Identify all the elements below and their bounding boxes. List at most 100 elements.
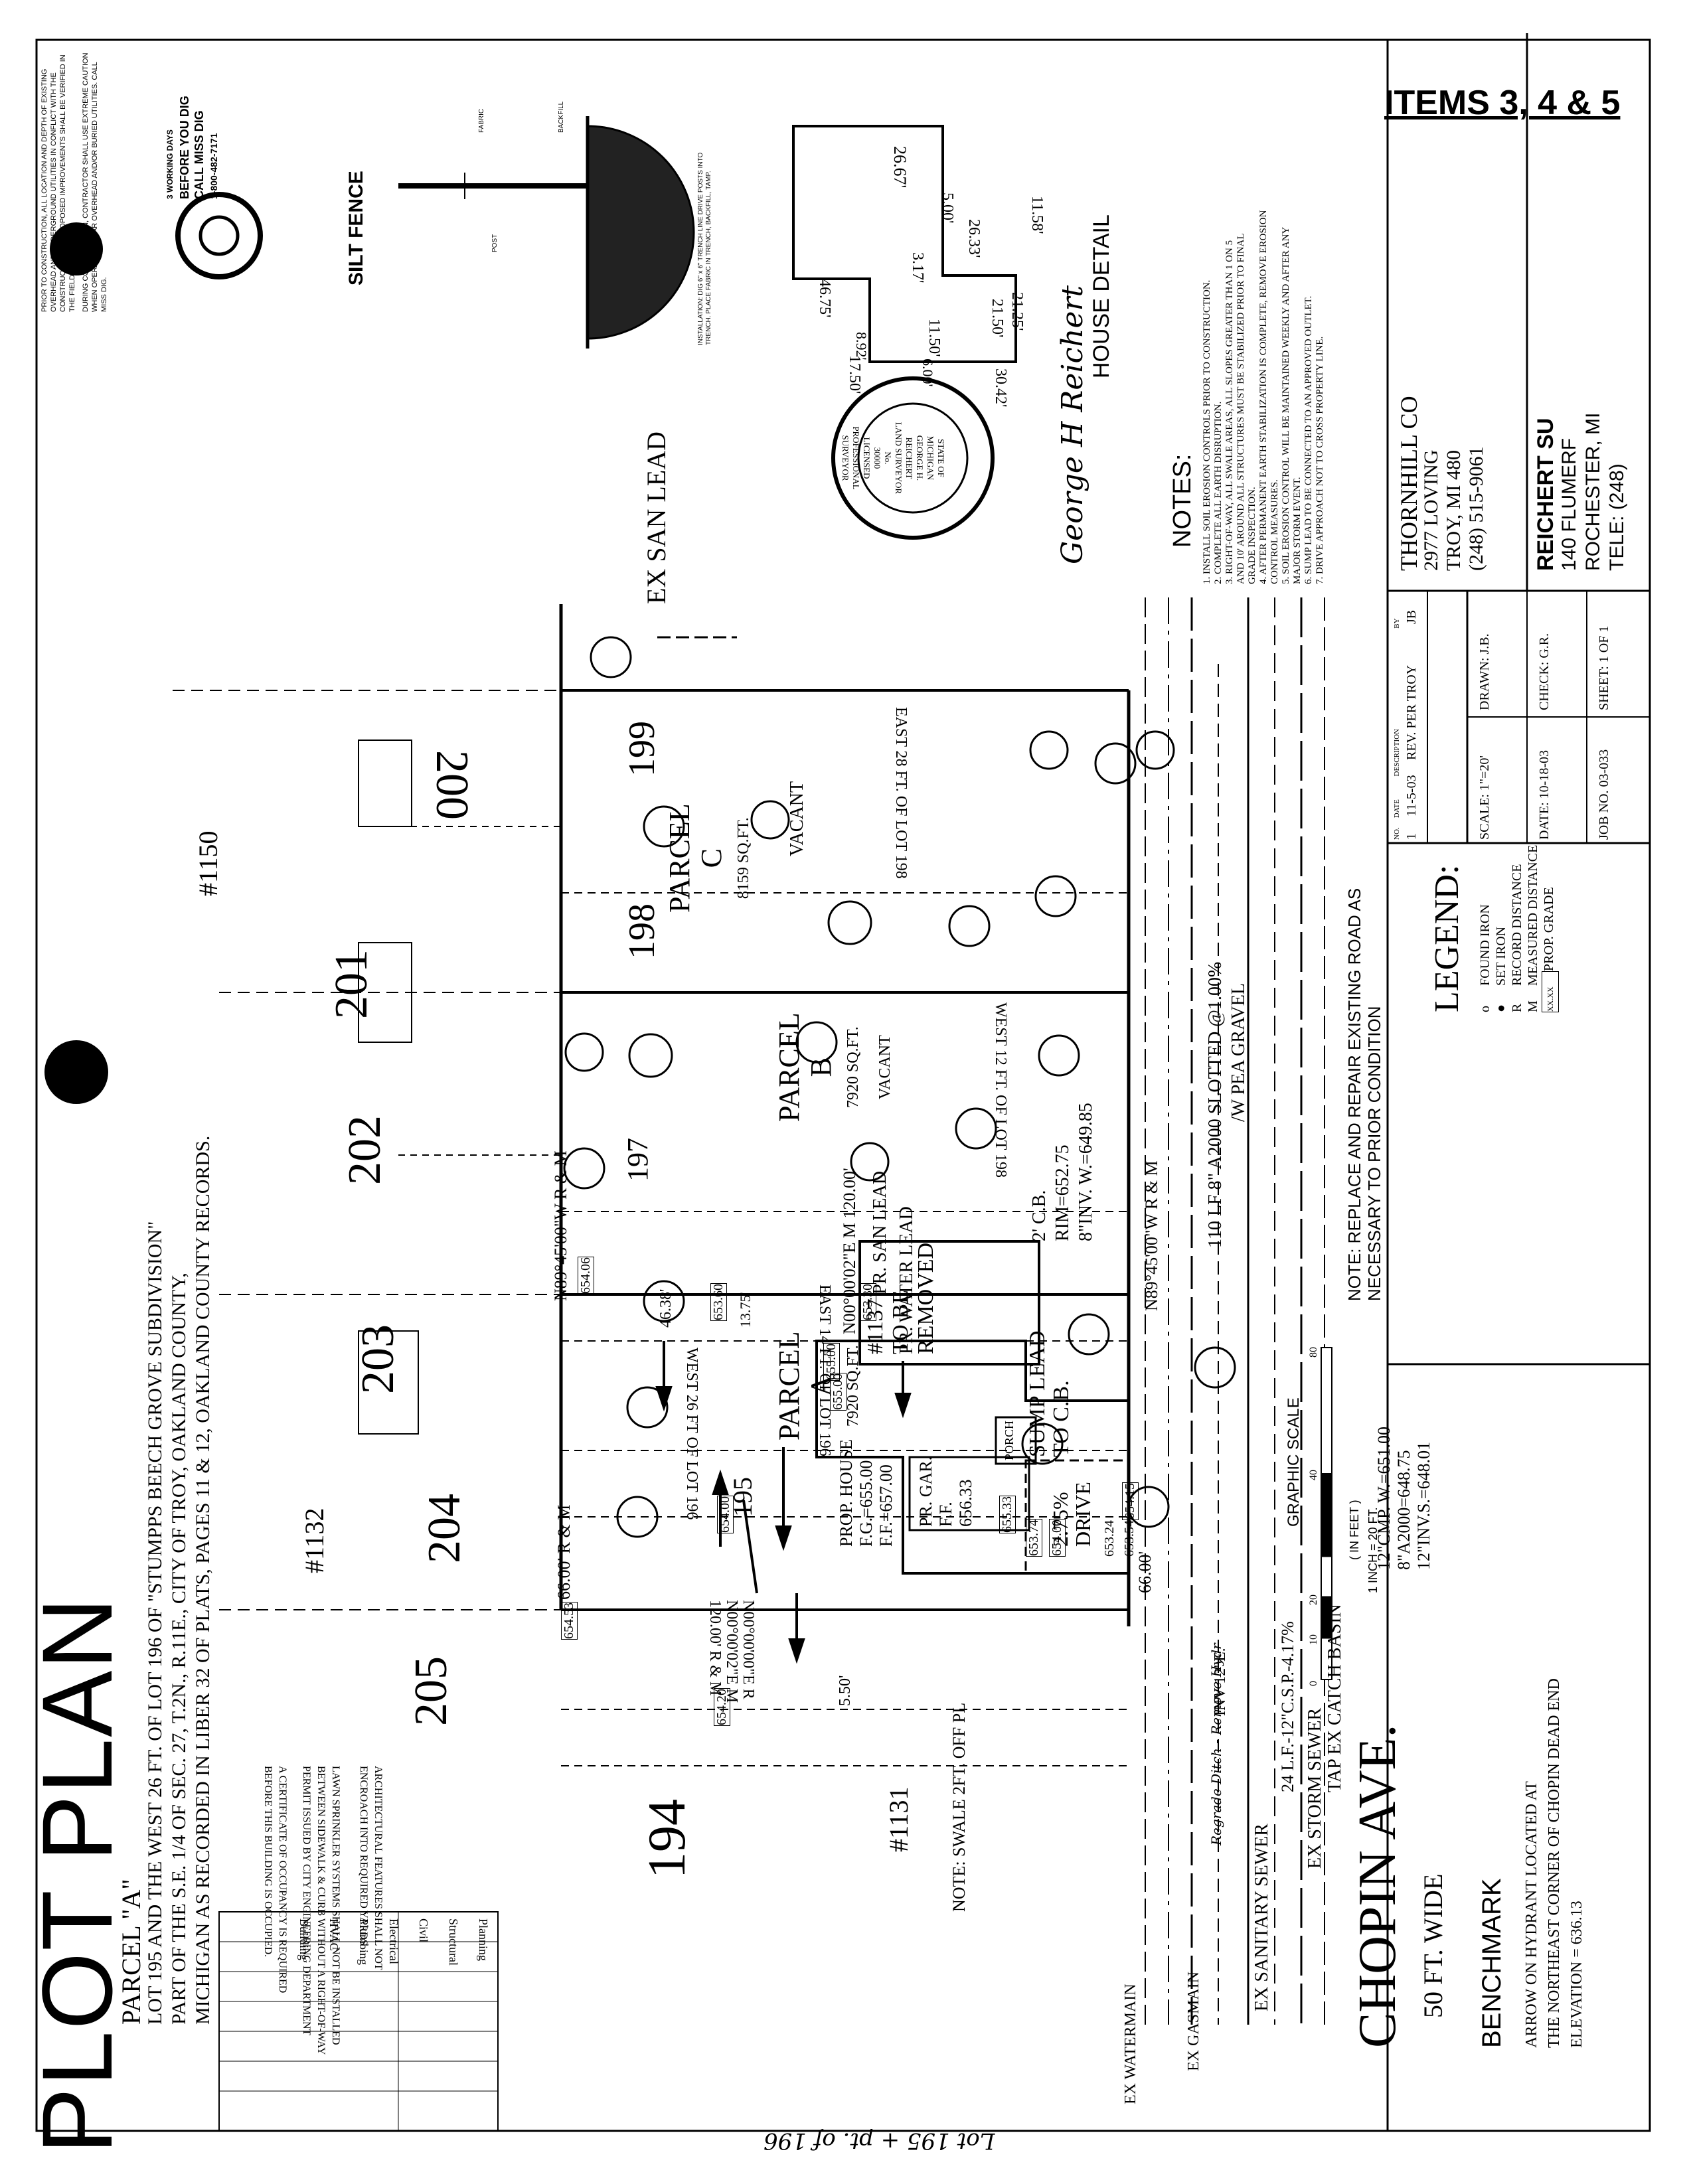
benchmark-lines: ARROW ON HYDRANT LOCATED AT THE NORTHEAS…: [1520, 1678, 1588, 2048]
garage-ff-value: 656.33: [956, 1479, 975, 1527]
seal-surveyor: SURVEYOR: [841, 435, 850, 481]
note-6: 6. SUMP LEAD TO BE CONNECTED TO AN APPRO…: [1303, 295, 1314, 584]
hd-dim-13: 21.50': [989, 299, 1006, 338]
dept-checklist: Planning Structural Civil Electrical Plu…: [289, 1918, 498, 1966]
dept-hvac: HVAC: [327, 1918, 341, 1951]
split-west-12: WEST 12 FT. OF LOT 198: [992, 1002, 1009, 1178]
title-block-job: JOB NO. 03-033: [1597, 749, 1611, 840]
ex-storm-label: EX STORM SEWER: [1305, 1707, 1325, 1869]
rev-header-by: BY: [1393, 618, 1401, 629]
parcel-b-status: VACANT: [876, 1035, 894, 1100]
benchmark-line-1: ARROW ON HYDRANT LOCATED AT: [1523, 1781, 1540, 2048]
seal-state: STATE OF MICHIGAN: [926, 435, 946, 481]
client-address-2: TROY, MI 480: [1443, 450, 1465, 571]
lower-left-notes: ARCHITECTURAL FEATURES SHALL NOT ENCROAC…: [260, 1766, 385, 2055]
miss-dig-badge: 3 WORKING DAYS BEFORE YOU DIG CALL MISS …: [163, 96, 221, 199]
split-west-26: WEST 26 FT OF LOT 196: [683, 1348, 700, 1520]
existing-house-outline: [858, 1240, 1040, 1365]
arch-note-2: ENCROACH INTO REQUIRED YARDS: [358, 1766, 369, 1946]
surveyor-signature: George H Reichert: [1056, 285, 1089, 564]
prop-house-label: PROP. HOUSE F.G.=655.00 F.F.=657.00: [837, 1439, 896, 1547]
legend-title: LEGEND:: [1428, 864, 1466, 1012]
sump-lead-label: SUMP LEAD TO C.B.: [1025, 1331, 1074, 1458]
dept-electrical: Electrical: [387, 1918, 400, 1964]
firm-name: REICHERT SU: [1533, 418, 1558, 571]
ex-gasmain-label: EX GASMAIN: [1185, 1972, 1202, 2071]
legend-item-set-iron: ●SET IRON: [1493, 845, 1509, 1012]
ex-watermain-label: EX WATERMAIN: [1122, 1984, 1139, 2104]
lot-202: 202: [339, 1115, 390, 1185]
parcel-b-letter: B: [805, 1057, 837, 1077]
note-7: 7. DRIVE APPROACH NOT TO CROSS PROPERTY …: [1315, 336, 1325, 584]
miss-dig-phone: 1-800-482-7171: [208, 133, 219, 199]
miss-dig-days: 3 WORKING DAYS: [165, 129, 175, 199]
hd-dim-5: 46.75': [816, 279, 833, 318]
lot-194: 194: [638, 1799, 696, 1879]
graphic-scale-title: GRAPHIC SCALE: [1285, 1397, 1303, 1527]
lot-201: 201: [326, 949, 377, 1019]
legend-label-set-iron: SET IRON: [1494, 926, 1508, 986]
ex-sanitary-label: EX SANITARY SEWER: [1251, 1824, 1272, 2011]
dept-civil: Civil: [417, 1918, 430, 1943]
handwritten-lot-note: Lot 195 + pt. of 196: [764, 2128, 995, 2154]
sprinkler-note-2: BETWEEN SIDEWALK & CURB WITHOUT A RIGHT-…: [315, 1766, 327, 2055]
legend-item-measured: MMEASURED DISTANCE: [1525, 845, 1541, 1012]
cmp-label: 12"CMP. W.=651.00: [1374, 1427, 1394, 1570]
parcel-c-status: VACANT: [787, 781, 807, 856]
seal-inner: [857, 402, 969, 514]
scale-tick-80: 80: [1308, 1347, 1319, 1358]
scale-tick-10: 10: [1308, 1634, 1319, 1645]
porch-label: PORCH: [1003, 1420, 1016, 1460]
parcel-description: PARCEL "A" LOT 195 AND THE WEST 26 FT. O…: [116, 697, 215, 2025]
swale-note: NOTE: SWALE 2FT. OFF PL: [949, 1702, 969, 1912]
trees: [563, 636, 1236, 1538]
porch-outline: [995, 1416, 1037, 1465]
seal-outer: [831, 376, 995, 540]
grade-1: 654.53: [561, 1602, 578, 1640]
note-5: 5. SOIL EROSION CONTROL WILL BE MAINTAIN…: [1281, 226, 1291, 584]
miss-dig-line1: BEFORE YOU DIG: [178, 96, 191, 199]
miss-dig-line2: CALL MISS DIG: [193, 110, 206, 199]
silt-label-post: POST: [491, 234, 499, 252]
dim-66-rm: 66.00' R & M: [554, 1504, 574, 1600]
grade-12: 654.15: [1122, 1482, 1139, 1520]
water-lead-label: PR. WATER LEAD: [896, 1206, 917, 1354]
notes-list: 1. INSTALL SOIL EROSION CONTROLS PRIOR T…: [1202, 210, 1326, 584]
drainage-arrows: [655, 1341, 912, 1664]
legend-symbol-prop-grade: XX.XX: [1542, 971, 1559, 1012]
seal-number: 30000: [872, 447, 882, 469]
legend-item-found-iron: oFOUND IRON: [1477, 845, 1493, 1012]
note-4: 4. AFTER PERMANENT EARTH STABILIZATION I…: [1258, 210, 1269, 584]
dept-structural: Structural: [447, 1918, 460, 1966]
miss-dig-notice-text: PRIOR TO CONSTRUCTION, ALL LOCATION AND …: [40, 54, 76, 312]
title-block-date: DATE: 10-18-03: [1537, 750, 1552, 840]
title-block-sheet: SHEET: 1 OF 1: [1597, 625, 1611, 710]
sprinkler-note-1: LAWN SPRINKLER SYSTEMS SHALL NOT BE INST…: [330, 1766, 341, 2045]
garage-label: PR. GAR. F.F. 656.33: [916, 1456, 976, 1527]
rev-by: JB: [1404, 609, 1419, 624]
benchmark-line-3: ELEVATION = 636.13: [1568, 1901, 1585, 2048]
garage-outline: [908, 1456, 1030, 1531]
note-3c: GRADE INSPECTION.: [1247, 487, 1257, 584]
legend-item-prop-grade: XX.XXPROP. GRADE: [1541, 845, 1559, 1012]
grade-8: 654.00: [1049, 1519, 1066, 1557]
silt-fence-detail-graphic: [398, 116, 695, 349]
parcel-b-area: 7920 SQ.FT.: [845, 1026, 862, 1109]
graphic-scale-unit: ( IN FEET ): [1348, 1500, 1361, 1560]
legend-list: oFOUND IRON ●SET IRON RRECORD DISTANCE M…: [1477, 845, 1559, 1012]
dept-building: Building: [297, 1918, 311, 1961]
miss-dig-notice: PRIOR TO CONSTRUCTION, ALL LOCATION AND …: [40, 46, 109, 312]
seal-licensed: LICENSED PROFESSIONAL: [851, 426, 872, 490]
firm-phone: TELE: (248): [1606, 463, 1628, 571]
grade-10: 653.54: [1122, 1520, 1137, 1557]
hd-dim-9: 17.50': [846, 355, 863, 394]
legend-item-record: RRECORD DISTANCE: [1509, 845, 1525, 1012]
client-address-1: 2977 LOVING: [1420, 449, 1442, 571]
lot-198: 198: [621, 903, 663, 959]
rim-label: RIM=652.75: [1052, 1144, 1073, 1241]
legend-label-found-iron: FOUND IRON: [1478, 904, 1492, 986]
bearing-parcel-b-depth: N00°00'02"E M 120.00': [840, 1168, 859, 1334]
scale-tick-0: 0: [1308, 1681, 1319, 1686]
drive-title: DRIVE: [1071, 1482, 1095, 1547]
